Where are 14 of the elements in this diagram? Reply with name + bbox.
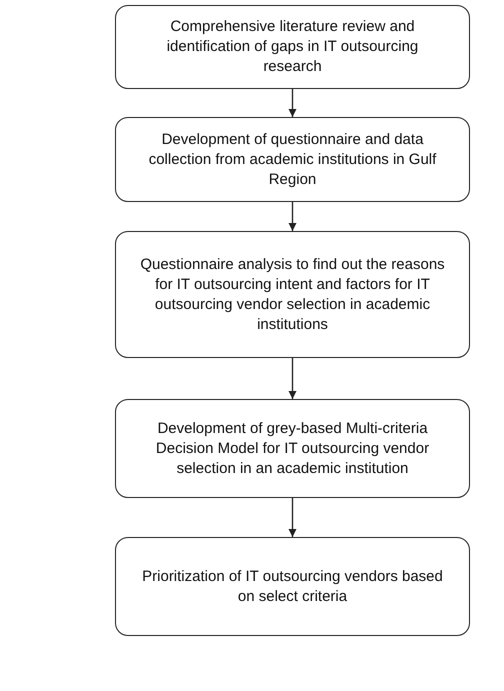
- process-box: [115, 537, 470, 636]
- step-text: Comprehensive literature review and identification of gaps in IT outsourcing research: [166, 17, 420, 77]
- process-box: [115, 117, 470, 202]
- step-text: Development of questionnaire and data collection from academic institutions in Gulf Region: [148, 130, 438, 190]
- arrow: [288, 89, 296, 117]
- arrow: [288, 202, 296, 231]
- arrow: [288, 358, 296, 399]
- process-box: [115, 5, 470, 89]
- process-box: [115, 231, 470, 358]
- step-text: Questionnaire analysis to find out the reasons for IT outsourcing intent and factors for IT outsourcing vendor selection in academic institutions: [139, 254, 446, 334]
- step-text: Development of grey-based Multi-criteria Decision Model for IT outsourcing vendor selection in an academic institution: [154, 418, 430, 478]
- arrow: [288, 498, 296, 537]
- step-text: Prioritization of IT outsourcing vendors based on select criteria: [141, 566, 444, 606]
- process-box: [115, 399, 470, 498]
